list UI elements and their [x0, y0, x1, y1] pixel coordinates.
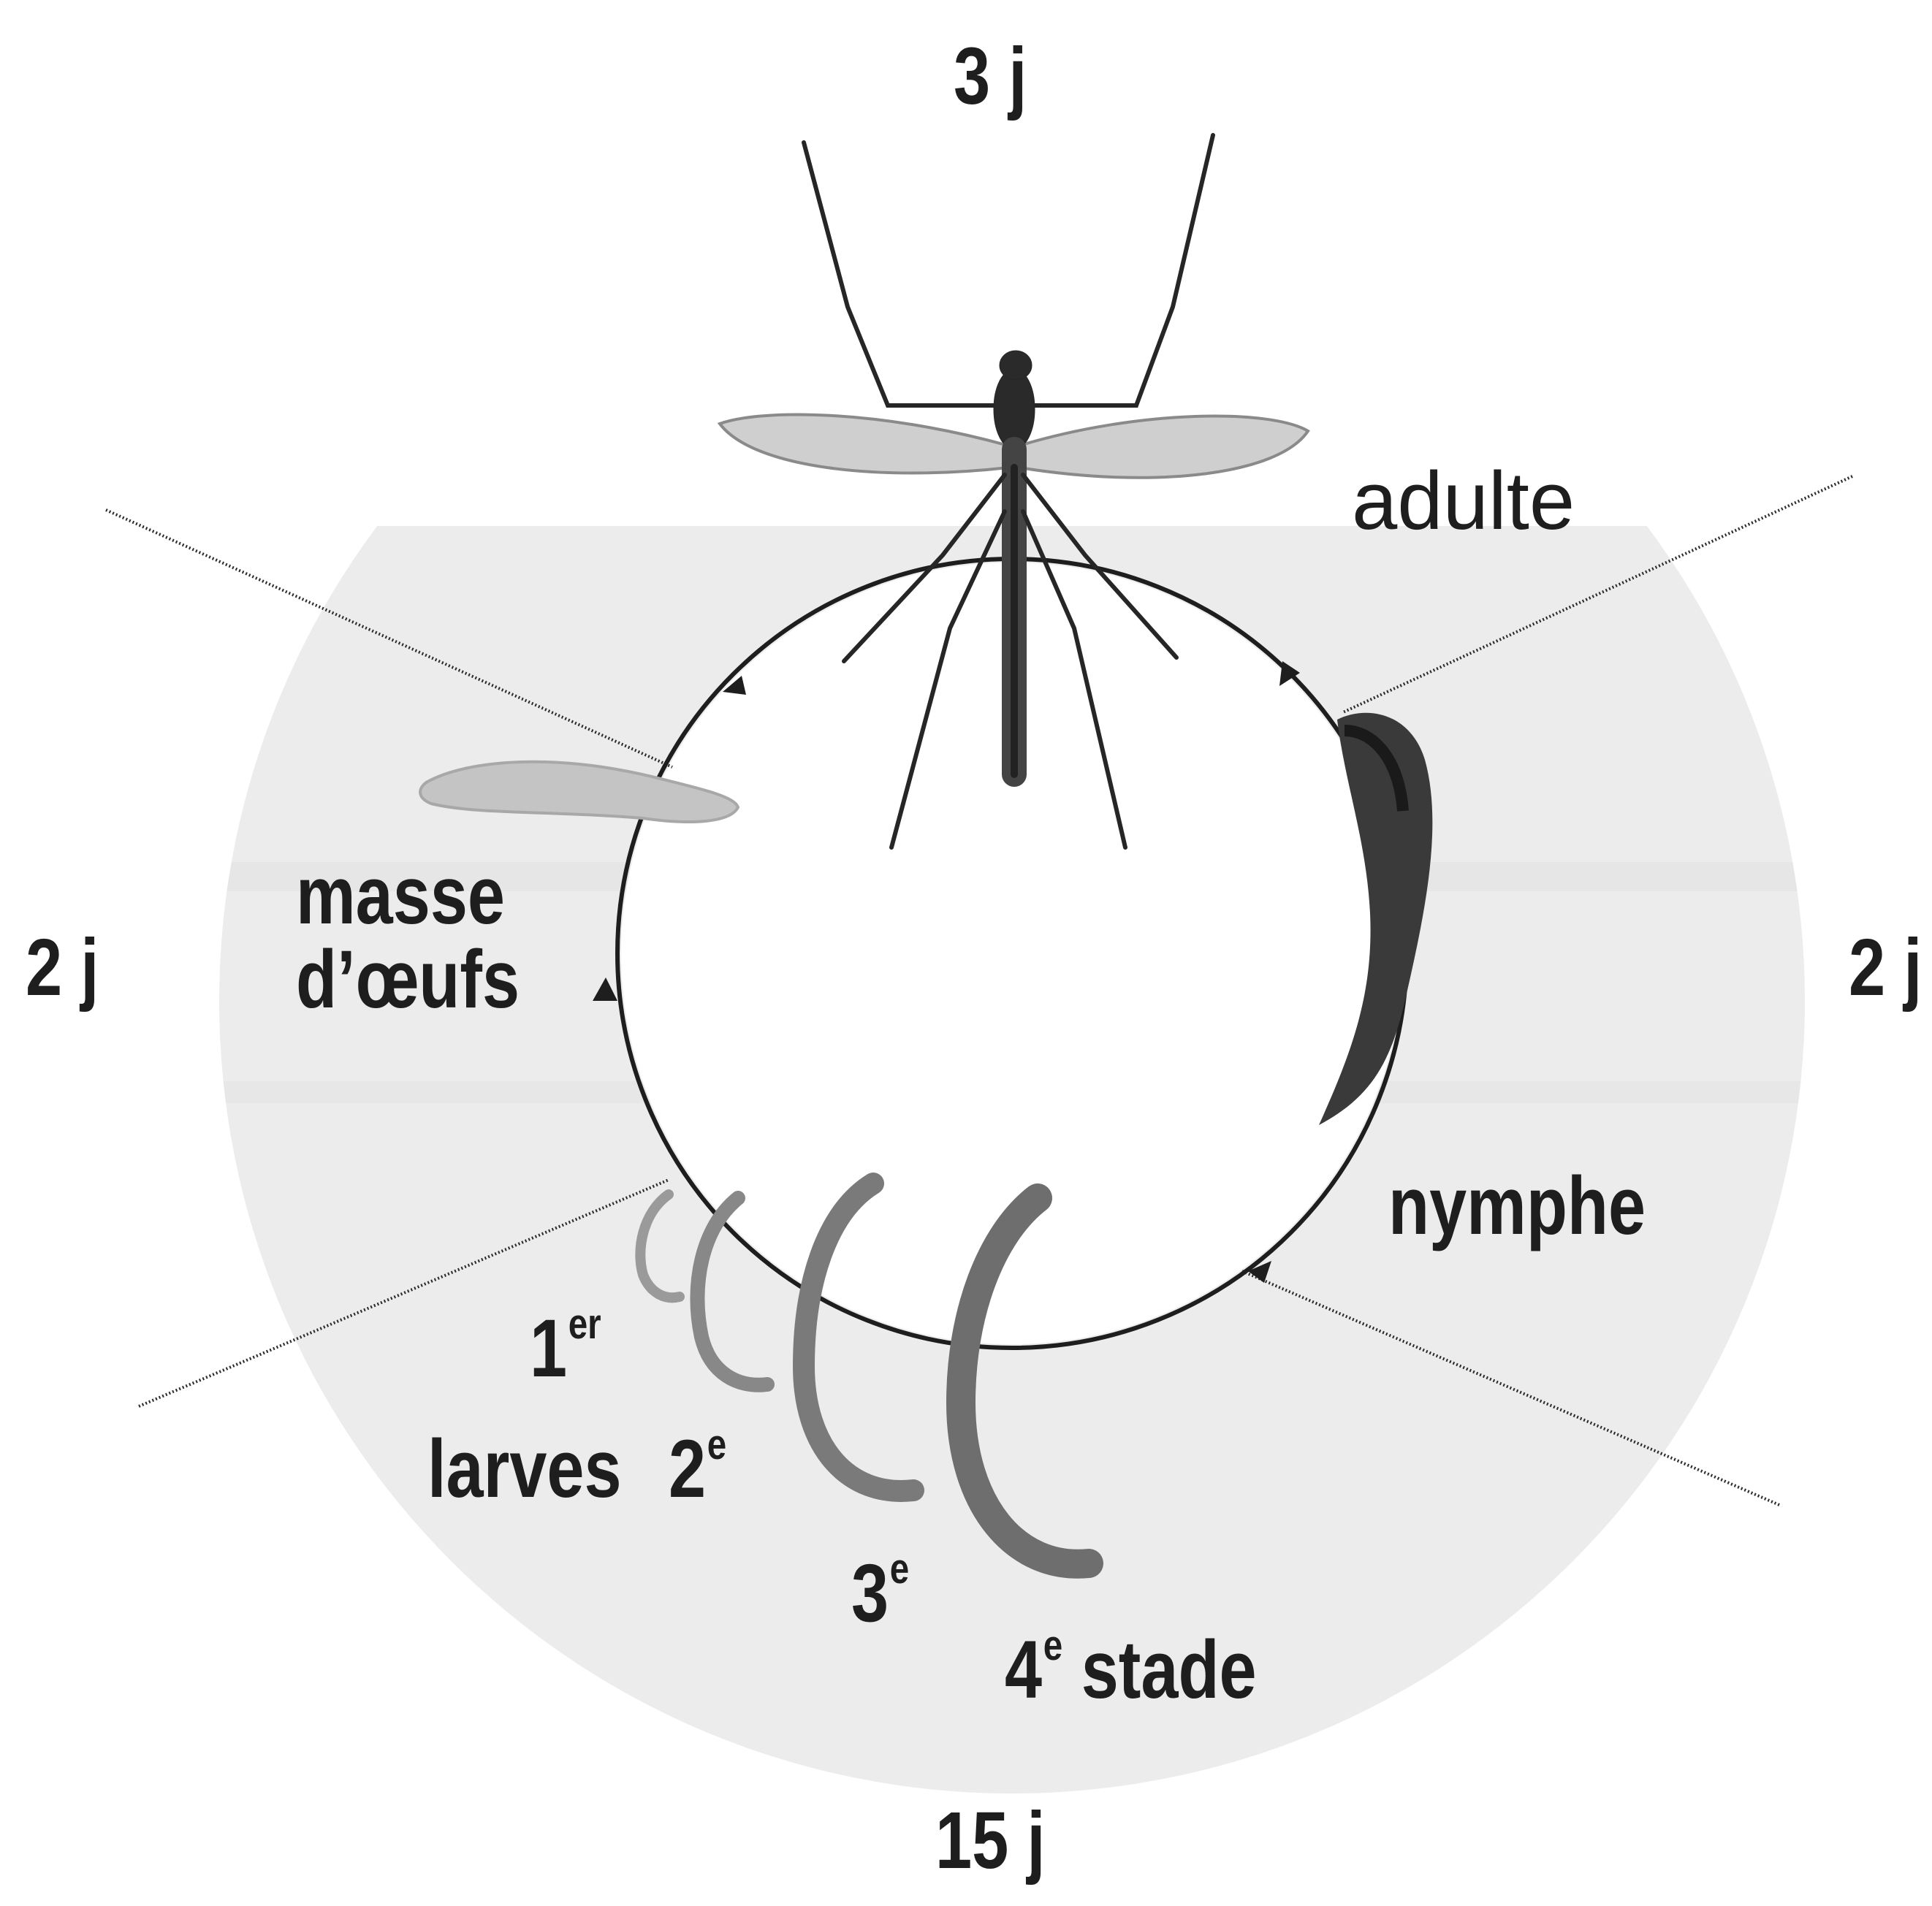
label-instar-3: 3e [851, 1552, 909, 1634]
duration-adult: 3 j [954, 37, 1027, 117]
label-instar-1: 1er [530, 1308, 601, 1390]
label-pupa: nymphe [1388, 1165, 1646, 1247]
label-instar-2: 2e [669, 1428, 726, 1510]
label-eggs-line2: d’œufs [296, 939, 520, 1021]
label-instar-4: 4e stade [1005, 1629, 1257, 1711]
duration-eggs: 2 j [26, 928, 99, 1008]
duration-pupa: 2 j [1849, 928, 1922, 1008]
duration-larvae: 15 j [935, 1801, 1045, 1881]
label-larvae: larves [427, 1428, 622, 1510]
label-eggs-line1: masse [296, 855, 505, 937]
label-adult: adulte [1352, 460, 1575, 542]
